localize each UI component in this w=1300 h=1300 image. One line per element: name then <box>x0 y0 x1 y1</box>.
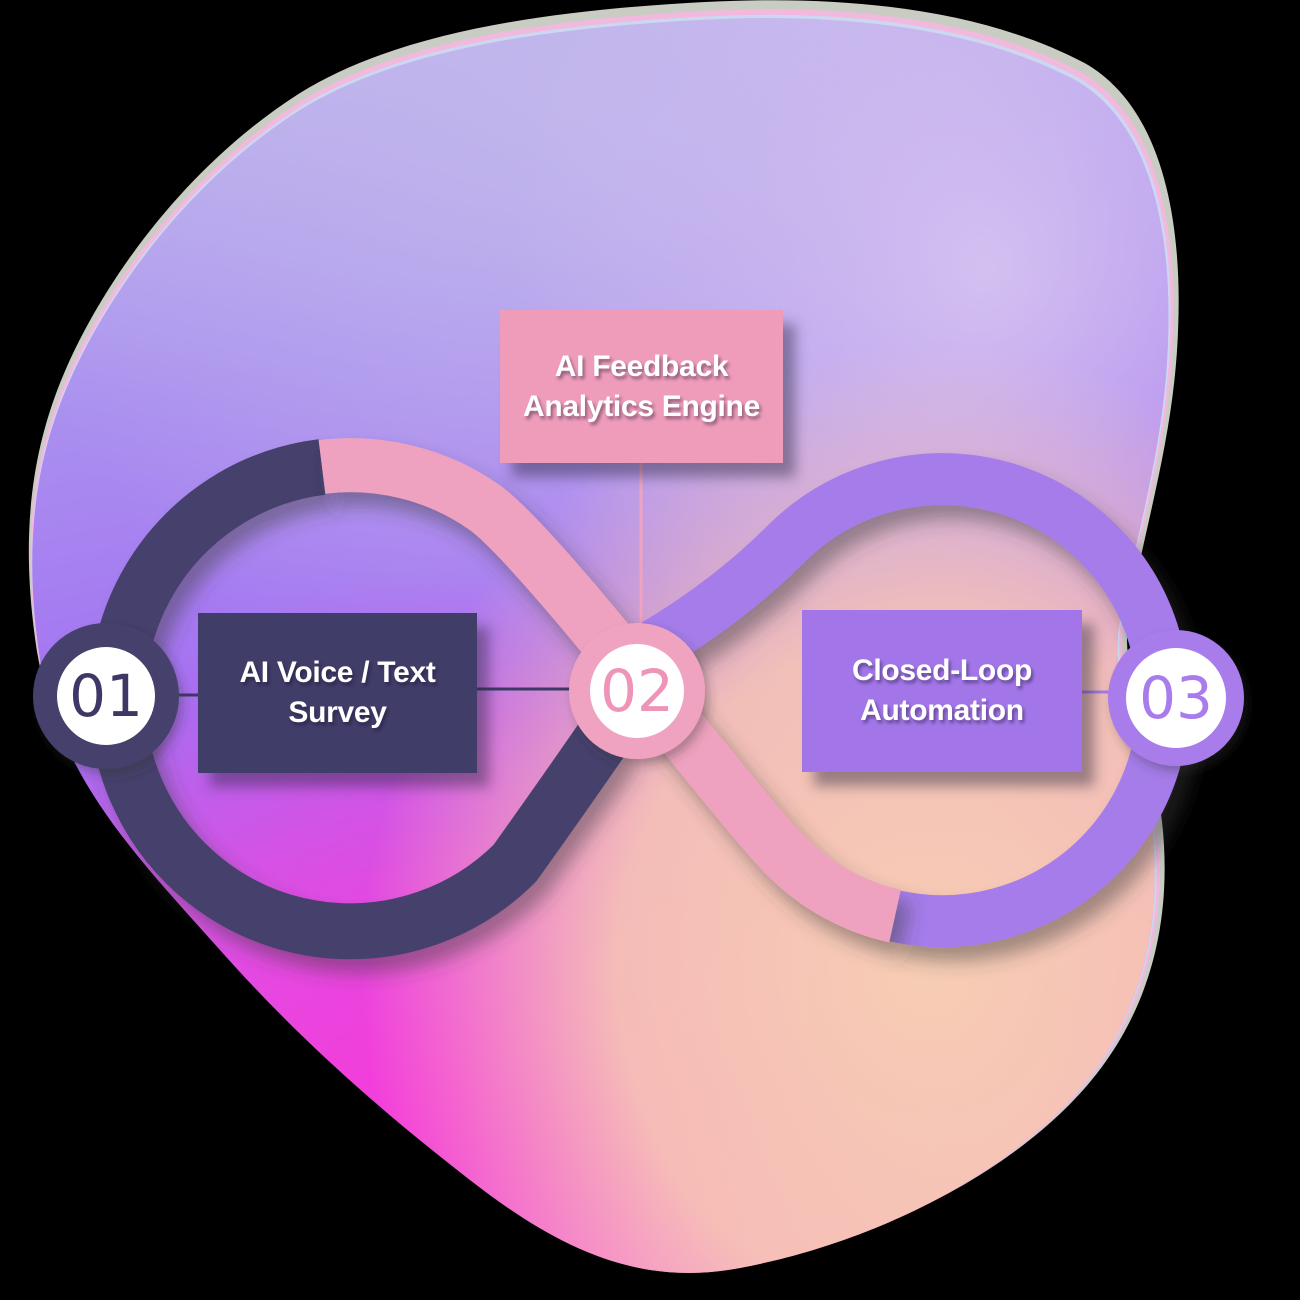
label-step1-line1: AI Voice / Text <box>239 656 436 690</box>
label-step2-line1: AI Feedback <box>554 349 729 383</box>
label-box-step3: Closed-Loop Automation <box>802 610 1082 772</box>
step-number-01: 01 <box>69 662 143 730</box>
label-step2-line2: Analytics Engine <box>523 389 760 423</box>
label-box-step2: AI Feedback Analytics Engine <box>500 310 783 463</box>
step-node-01: 01 <box>33 623 179 769</box>
step-circle-02 <box>590 644 684 738</box>
step-circle-03 <box>1126 648 1226 748</box>
step-number-03: 03 <box>1139 664 1213 732</box>
loop-segment-purple <box>641 453 1190 948</box>
loop-segment-navy <box>89 439 629 960</box>
label-step3-line1: Closed-Loop <box>851 654 1032 688</box>
step-node-03: 03 <box>1108 630 1244 766</box>
step-circle-01 <box>57 647 155 745</box>
step-node-02: 02 <box>569 623 705 759</box>
label-box-step1: AI Voice / Text Survey <box>198 613 477 773</box>
label-step1-line2: Survey <box>288 696 387 729</box>
label-step3-line2: Automation <box>860 694 1024 727</box>
step-number-02: 02 <box>600 657 674 725</box>
